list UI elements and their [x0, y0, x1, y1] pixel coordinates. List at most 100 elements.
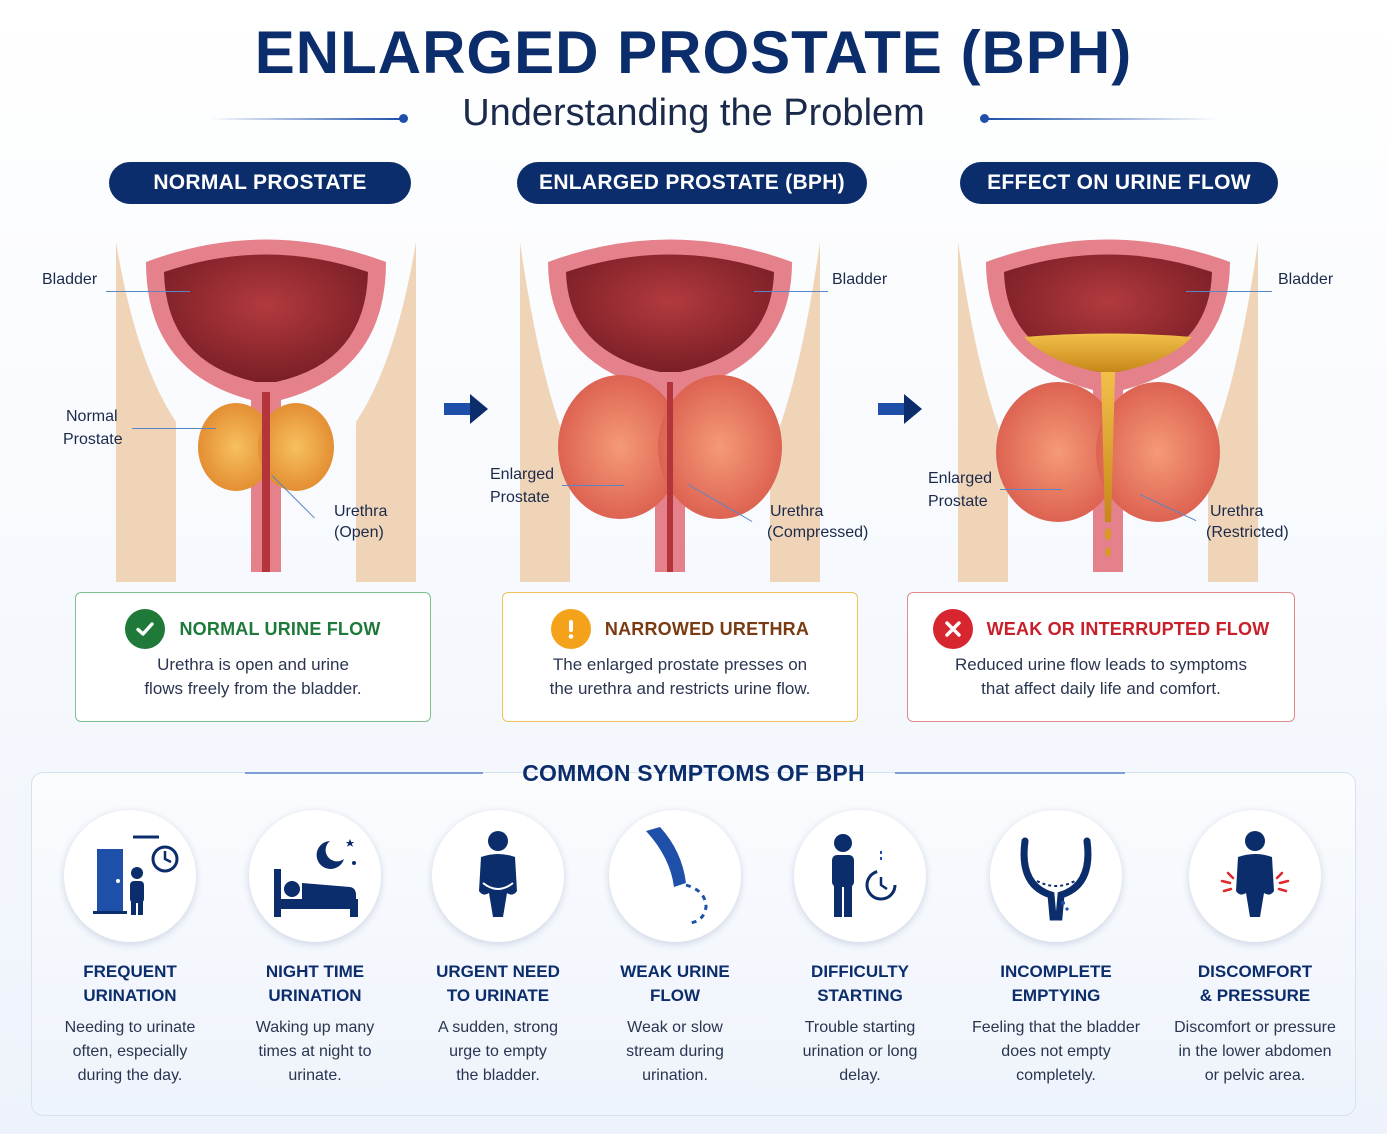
symptom-title-line2: URINATION	[268, 986, 362, 1005]
panel-heading-effect: EFFECT ON URINE FLOW	[960, 162, 1278, 204]
info-card-text-line2: the urethra and restricts urine flow.	[549, 679, 811, 698]
symptom-text-line3: delay.	[839, 1067, 881, 1084]
symptom-title-line1: DISCOMFORT	[1197, 962, 1313, 981]
panel-heading-enlarged: ENLARGED PROSTATE (BPH)	[517, 162, 867, 204]
effect-prostate-label-line2: Prostate	[928, 493, 988, 510]
symptom-text-line3: completely.	[1016, 1067, 1096, 1084]
symptom-text-line1: Needing to urinate	[64, 1019, 196, 1036]
effect-urethra-label-line1: Urethra	[1210, 503, 1264, 520]
symptom-text-line3: or pelvic area.	[1204, 1067, 1306, 1084]
effect-bladder-label: Bladder	[1278, 271, 1334, 288]
info-card-weak-flow: WEAK OR INTERRUPTED FLOW Reduced urine f…	[907, 592, 1295, 722]
check-icon	[125, 609, 166, 649]
symptom-text-line1: Waking up many	[255, 1019, 375, 1036]
symptom-title-line1: WEAK URINE	[620, 962, 730, 981]
info-card-narrowed: NARROWED URETHRA The enlarged prostate p…	[502, 592, 858, 722]
normal-prostate-leader	[132, 428, 216, 429]
normal-urethra-label-line2: (Open)	[334, 524, 384, 541]
page-title: ENLARGED PROSTATE (BPH)	[254, 19, 1133, 86]
person-timer-icon	[832, 834, 897, 917]
arrow-right-icon	[878, 394, 922, 424]
enlarged-prostate-diagram	[520, 222, 820, 582]
weak-stream-icon	[646, 827, 708, 925]
enlarged-bladder-leader	[754, 291, 828, 292]
normal-bladder-label: Bladder	[42, 271, 98, 288]
normal-prostate-diagram	[116, 222, 416, 582]
symptom-title-line2: & PRESSURE	[1199, 986, 1311, 1005]
symptom-weak-urine-flow: WEAK URINE FLOW Weak or slow stream during…	[585, 810, 765, 1088]
symptom-text-line3: during the day.	[77, 1067, 183, 1084]
normal-bladder-leader	[106, 291, 190, 292]
exclamation-icon	[550, 609, 591, 649]
symptom-text-line2: in the lower abdomen	[1178, 1043, 1332, 1060]
enlarged-urethra-label-line2: (Compressed)	[767, 524, 869, 541]
normal-urethra-label-line1: Urethra	[334, 503, 388, 520]
symptom-title-line2: URINATION	[83, 986, 177, 1005]
symptom-title-line1: DIFFICULTY	[811, 962, 909, 981]
arrow-right-icon	[444, 394, 488, 424]
subtitle-decor-line-left	[210, 118, 400, 120]
symptom-text-line2: often, especially	[72, 1043, 188, 1060]
info-card-text-line1: The enlarged prostate presses on	[552, 655, 808, 674]
symptoms-heading: COMMON SYMPTOMS OF BPH	[522, 760, 865, 786]
enlarged-prostate-label-line2: Prostate	[490, 489, 550, 506]
urine-flow-diagram	[958, 222, 1258, 582]
info-card-title: NORMAL URINE FLOW	[179, 618, 381, 639]
info-card-title: NARROWED URETHRA	[604, 618, 810, 639]
symptom-text-line3: the bladder.	[456, 1067, 540, 1084]
info-card-normal: NORMAL URINE FLOW Urethra is open and ur…	[75, 592, 431, 722]
subtitle-decor-line-right	[988, 118, 1218, 120]
subtitle-decor-dot-right	[980, 114, 989, 123]
enlarged-bladder-label: Bladder	[832, 271, 888, 288]
bed-moon-icon	[274, 839, 358, 917]
effect-bladder-leader	[1186, 291, 1272, 292]
symptom-urgent-need: URGENT NEED TO URINATE A sudden, strong ur…	[408, 810, 588, 1088]
symptom-title-line1: FREQUENT	[83, 962, 177, 981]
bladder-icon	[1020, 837, 1092, 921]
symptom-discomfort-pressure: DISCOMFORT& PRESSURE Discomfort or press…	[1165, 810, 1345, 1088]
cross-icon	[932, 609, 973, 649]
info-card-text-line2: flows freely from the bladder.	[144, 679, 362, 698]
symptom-text-line2: does not empty	[1001, 1043, 1111, 1060]
symptom-text-line2: times at night to	[258, 1043, 372, 1060]
enlarged-prostate-label-line1: Enlarged	[490, 466, 555, 483]
info-card-title: WEAK OR INTERRUPTED FLOW	[986, 618, 1270, 639]
symptom-incomplete-emptying: INCOMPLETE EMPTYING Feeling that the blad…	[966, 810, 1146, 1088]
symptom-text-line3: urination.	[642, 1067, 708, 1084]
symptom-text-line1: Trouble starting	[804, 1019, 916, 1036]
effect-prostate-label-line1: Enlarged	[928, 470, 993, 487]
symptom-text-line2: urination or long	[802, 1043, 918, 1060]
symptom-text-line2: stream during	[626, 1043, 724, 1060]
symptom-text-line1: Feeling that the bladder	[971, 1019, 1141, 1036]
info-card-text-line1: Reduced urine flow leads to symptoms	[955, 655, 1247, 674]
symptom-text-line1: A sudden, strong	[437, 1019, 559, 1036]
symptom-text-line3: urinate.	[288, 1067, 342, 1084]
panel-heading-normal: NORMAL PROSTATE	[109, 162, 411, 204]
symptom-title-line2: EMPTYING	[1011, 986, 1101, 1005]
symptom-night-time-urination: NIGHT TIME URINATION Waking up many times …	[225, 810, 405, 1088]
urgent-person-icon	[479, 831, 517, 917]
normal-prostate-label-line2: Prostate	[63, 431, 123, 448]
symptom-frequent-urination: FREQUENT URINATION Needing to urinate ofte…	[40, 810, 220, 1088]
subtitle-decor-dot-left	[399, 114, 408, 123]
symptom-difficulty-starting: DIFFICULTY STARTING Trouble starting urina…	[770, 810, 950, 1088]
symptom-title-line1: NIGHT TIME	[265, 962, 365, 981]
info-card-text-line1: Urethra is open and urine	[157, 655, 349, 674]
symptom-title-line2: STARTING	[817, 986, 903, 1005]
enlarged-prostate-leader	[562, 485, 624, 486]
enlarged-urethra-label-line1: Urethra	[770, 503, 824, 520]
symptoms-heading-line-left	[245, 772, 483, 774]
symptom-text-line2: urge to empty	[449, 1043, 547, 1060]
symptom-title-line2: TO URINATE	[446, 986, 550, 1005]
symptom-title-line2: FLOW	[649, 986, 701, 1005]
symptom-title-line1: URGENT NEED	[436, 962, 560, 981]
info-card-text-line2: that affect daily life and comfort.	[981, 679, 1221, 698]
page-subtitle: Understanding the Problem	[462, 92, 925, 134]
symptoms-heading-line-right	[895, 772, 1125, 774]
normal-prostate-label-line1: Normal	[66, 408, 118, 425]
effect-prostate-leader	[1000, 489, 1062, 490]
symptom-text-line1: Weak or slow	[627, 1019, 723, 1036]
symptom-title-line1: INCOMPLETE	[1000, 962, 1112, 981]
door-clock-icon	[93, 835, 179, 915]
effect-urethra-label-line2: (Restricted)	[1206, 524, 1289, 541]
